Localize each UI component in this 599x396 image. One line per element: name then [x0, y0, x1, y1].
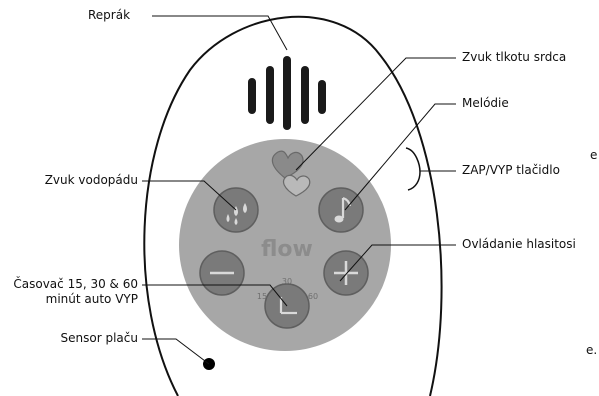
device-body-outline [143, 15, 443, 396]
melody-button[interactable] [318, 187, 364, 233]
clock-icon [279, 297, 297, 315]
speaker-grille-icon [248, 56, 326, 130]
power-button-shape[interactable] [405, 147, 421, 191]
leader-melodie [344, 103, 456, 211]
label-timer-line2: minút auto VYP [45, 292, 138, 306]
brand-logo: flow [261, 237, 313, 262]
label-timer-line1: Časovač 15, 30 & 60 [13, 277, 138, 291]
water-drops-icon [226, 203, 247, 225]
volume-down-button[interactable] [199, 250, 245, 296]
timer-30-label: 30 [282, 277, 292, 286]
leader-timer [142, 284, 288, 307]
timer-60-label: 60 [308, 292, 318, 301]
label-melodies: Melódie [462, 96, 509, 110]
timer-15-label: 15 [257, 292, 267, 301]
label-cry-sensor: Sensor plaču [60, 331, 138, 345]
edge-fragment-e: e [590, 148, 598, 162]
label-power-button: ZAP/VYP tlačidlo [462, 163, 560, 177]
leader-waterfall [142, 180, 237, 211]
leader-sensor [142, 338, 210, 365]
label-reprak: Reprák [88, 8, 131, 22]
leader-reprak [152, 15, 288, 51]
leader-heartbeat [295, 57, 456, 171]
leader-volume [339, 244, 456, 282]
leader-lines [142, 15, 456, 365]
label-volume-control: Ovládanie hlasitosi [462, 237, 576, 251]
edge-fragment-e-dot: e. [586, 343, 598, 357]
plus-icon [334, 261, 358, 285]
label-heartbeat-sound: Zvuk tlkotu srdca [462, 50, 567, 64]
label-waterfall-sound: Zvuk vodopádu [44, 173, 138, 187]
